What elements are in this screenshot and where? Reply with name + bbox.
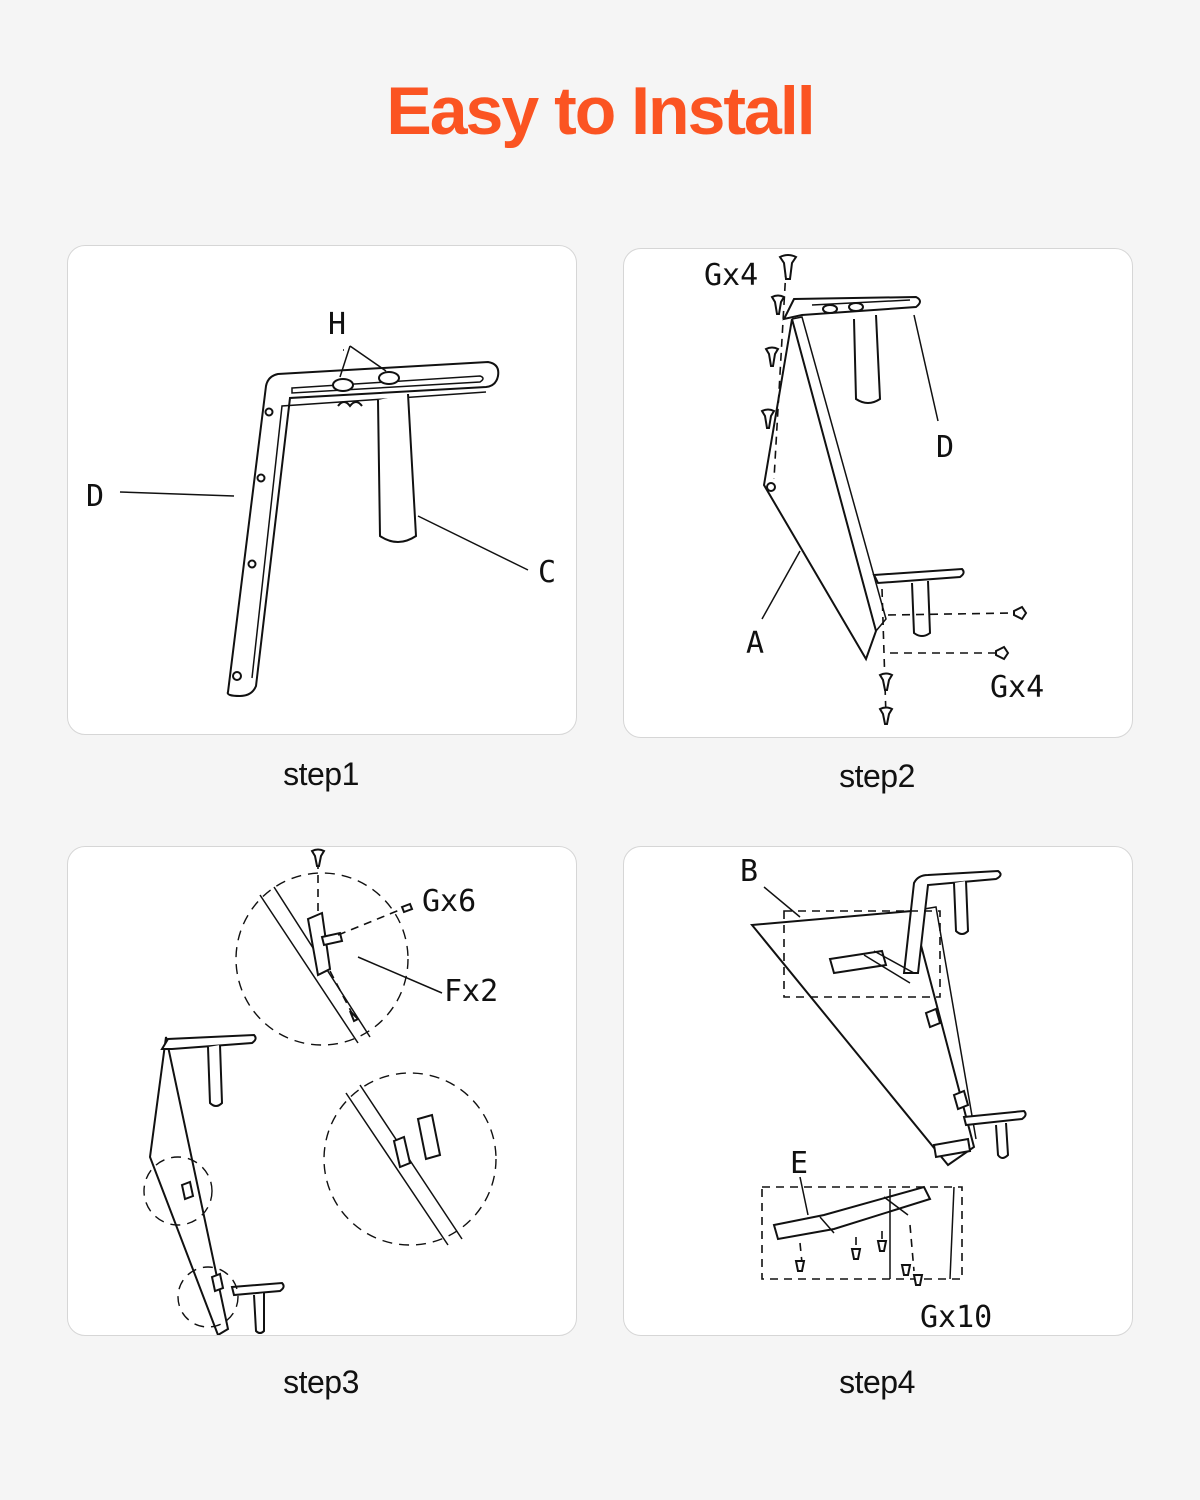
label-g-bottom: Gx4 (990, 670, 1044, 705)
screw-icon (876, 1240, 888, 1252)
label-g: Gx10 (920, 1300, 992, 1335)
label-d: D (936, 430, 954, 465)
bottom-bracket (230, 1281, 285, 1297)
bottom-bracket (872, 567, 965, 585)
detail-circle (235, 872, 409, 1046)
screw-icon (878, 706, 894, 725)
rail (828, 949, 888, 975)
screw-icon (778, 254, 798, 280)
bottom-leg (995, 1122, 1010, 1159)
top-bracket (160, 1033, 257, 1050)
leader-d (119, 491, 235, 497)
step4-caption: step4 (839, 1364, 915, 1400)
board-b (750, 909, 976, 1167)
screw-icon (900, 1264, 912, 1276)
leader-e (799, 1176, 809, 1216)
bracket-shape (226, 360, 500, 698)
screw-icon (349, 1010, 360, 1023)
step3-caption: step3 (283, 1364, 359, 1400)
label-b: B (740, 854, 758, 889)
screw-icon (400, 902, 414, 914)
knob-h2 (378, 371, 400, 385)
leg-c (377, 393, 418, 543)
step3-panel: Gx6 Fx2 (67, 846, 577, 1336)
label-g-top: Gx4 (704, 258, 758, 293)
step2-caption: step2 (839, 758, 915, 794)
detail-marker (177, 1266, 239, 1328)
top-leg (207, 1044, 224, 1107)
page-title: Easy to Install (386, 73, 815, 149)
screw-icon (760, 408, 776, 429)
leader-h (339, 345, 387, 378)
screw-icon (912, 1274, 924, 1286)
screw-icon (878, 672, 894, 691)
step3-diagram: Gx6 Fx2 (143, 848, 498, 1335)
step1-caption: step1 (283, 756, 359, 792)
screw-icon (770, 294, 786, 315)
label-h: H (328, 307, 346, 342)
top-leg (953, 880, 970, 935)
detail-box (783, 910, 941, 998)
leader-b (763, 886, 801, 918)
hole (247, 559, 257, 569)
bottom-leg (253, 1293, 265, 1334)
screw-path (773, 268, 787, 480)
label-d: D (86, 479, 104, 514)
label-g: Gx6 (422, 884, 476, 919)
bracket-slot (291, 375, 484, 394)
board-edge (791, 316, 887, 632)
wing-nut (337, 401, 363, 408)
screw-icon (995, 645, 1010, 661)
bottom-bracket (962, 1109, 1027, 1127)
hole (256, 473, 266, 483)
leader-f (357, 956, 443, 994)
label-a: A (746, 626, 764, 661)
leader-a (761, 550, 801, 620)
leader-c (417, 515, 529, 571)
detail-box-e (761, 1186, 963, 1280)
leader-d (913, 314, 939, 422)
top-bracket (902, 869, 1002, 974)
mount-plate (392, 1135, 412, 1169)
step4-diagram: B E Gx10 (740, 854, 1027, 1335)
step2-panel: Gx4 D A Gx4 (623, 248, 1133, 738)
part-e (772, 1185, 932, 1241)
hole (264, 407, 274, 417)
mount-plate (306, 911, 332, 977)
screw-icon (764, 346, 780, 367)
label-f: Fx2 (444, 974, 498, 1009)
label-c: C (538, 555, 556, 590)
knob-h1 (332, 378, 354, 392)
screw-icon (794, 1260, 806, 1272)
step1-diagram: H D C (86, 307, 556, 698)
screw-icon (1013, 605, 1028, 621)
bottom-leg (911, 580, 932, 637)
step2-diagram: Gx4 D A Gx4 (704, 254, 1044, 725)
step1-panel: H D C (67, 245, 577, 735)
screw-icon (310, 848, 326, 867)
detail-circle (323, 1072, 497, 1246)
top-leg (853, 314, 882, 404)
label-e: E (790, 1146, 808, 1181)
step4-panel: B E Gx10 (623, 846, 1133, 1336)
hole (232, 671, 242, 681)
bracket-edge (251, 391, 487, 679)
detail-marker (143, 1156, 213, 1226)
screw-icon (850, 1248, 862, 1260)
